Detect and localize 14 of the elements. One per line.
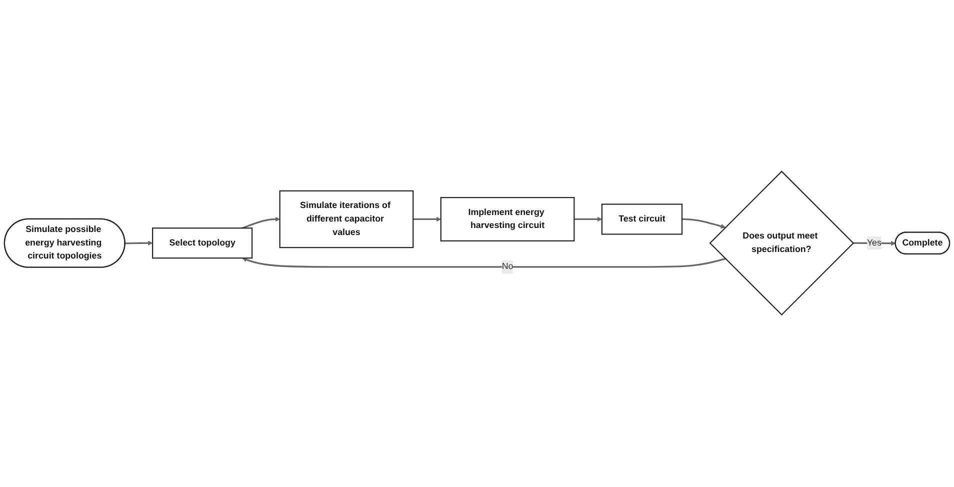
node-box: Select topology bbox=[152, 228, 253, 260]
arrow bbox=[242, 217, 280, 230]
arrow bbox=[413, 217, 442, 222]
arrow bbox=[125, 241, 153, 246]
arrow bbox=[682, 218, 726, 230]
node-box: Implement energy harvesting circuit bbox=[440, 197, 575, 242]
edge-label: No bbox=[502, 262, 514, 272]
edge-label: Yes bbox=[866, 238, 882, 248]
arrow bbox=[574, 217, 602, 222]
node-box: Simulate iterations of different capacitor values bbox=[279, 190, 414, 248]
arrow bbox=[242, 258, 726, 268]
arrow bbox=[853, 241, 896, 246]
node-diamond: Does output meet specification? bbox=[709, 171, 854, 316]
node-box: Test circuit bbox=[601, 204, 683, 236]
